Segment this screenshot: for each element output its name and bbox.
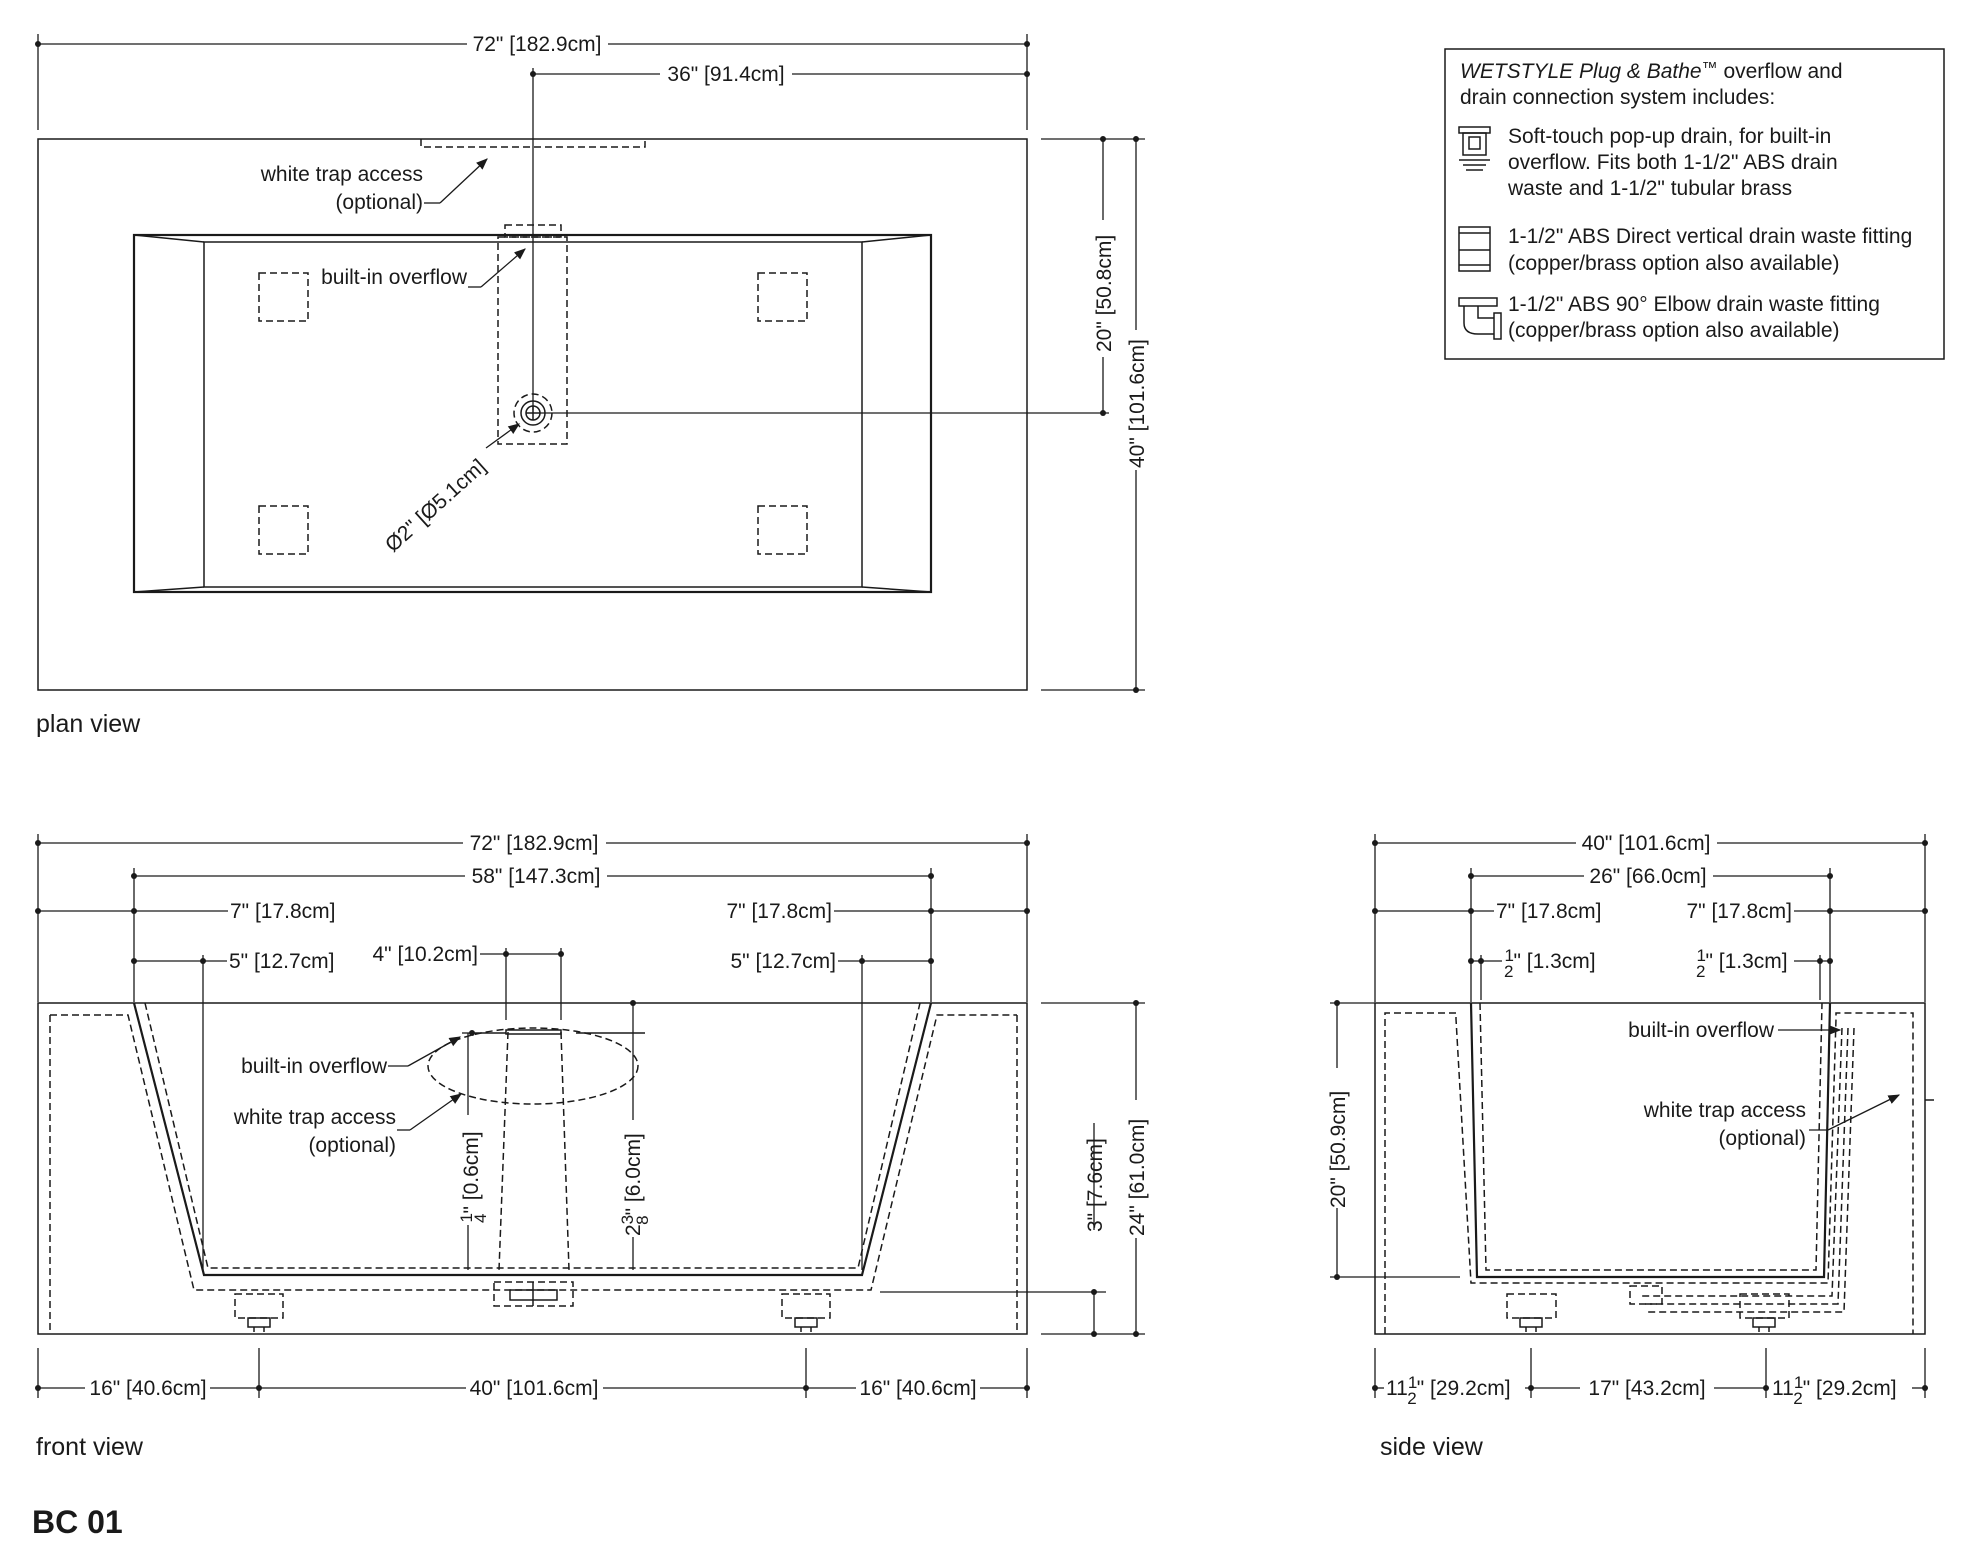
plan-foot <box>258 505 309 555</box>
front-left-7-label: 7" [17.8cm] <box>230 900 336 923</box>
legend-item-3-line-2: (copper/brass option also available) <box>1508 319 1840 342</box>
front-trap-access-label-2: (optional) <box>308 1134 396 1157</box>
front-3in-label: 3" [7.6cm] <box>1084 1138 1107 1232</box>
legend-item-2-line-2: (copper/brass option also available) <box>1508 252 1840 275</box>
front-right-dims: 3" [7.6cm] 24" [61.0cm] <box>880 1000 1149 1337</box>
plan-foot <box>757 505 808 555</box>
plan-drain-dia-label: Ø2" [Ø5.1cm] <box>381 455 490 557</box>
plan-deck-outline <box>37 138 1028 691</box>
plan-right-dims: 20" [50.8cm] 40" [101.6cm] <box>1041 136 1149 693</box>
legend-item-1-line-1: Soft-touch pop-up drain, for built-in <box>1508 125 1831 148</box>
front-overflow-callout: built-in overflow <box>241 1036 462 1078</box>
front-bottom-dims: 16" [40.6cm] 40" [101.6cm] 16" [40.6cm] <box>35 1348 1030 1400</box>
plan-overflow-callout: built-in overflow <box>321 248 526 289</box>
plan-trap-access-label-2: (optional) <box>335 191 423 214</box>
front-left-16-label: 16" [40.6cm] <box>89 1377 206 1400</box>
front-quarter-label: 14" [0.6cm] <box>457 1131 490 1223</box>
front-tte-label: 238" [6.0cm] <box>618 1133 652 1236</box>
front-overall-length-label: 72" [182.9cm] <box>470 832 599 855</box>
plan-overall-width-label: 40" [101.6cm] <box>1126 339 1149 468</box>
side-trap-access-callout: white trap access (optional) <box>1643 1094 1901 1150</box>
front-tub-outline <box>37 1002 1028 1335</box>
side-overflow-callout: built-in overflow <box>1628 1019 1842 1042</box>
pop-up-drain-icon <box>1458 126 1491 171</box>
plan-overflow-label: built-in overflow <box>321 266 468 289</box>
plan-overall-length-dim: 72" [182.9cm] <box>35 33 1030 130</box>
side-basin-profile <box>1469 1002 1832 1279</box>
front-feet <box>234 1281 831 1332</box>
front-right-7-label: 7" [17.8cm] <box>726 900 832 923</box>
front-overflow-highlight <box>427 1027 639 1105</box>
front-trap-access-label-1: white trap access <box>233 1106 396 1129</box>
side-height-label: 20" [50.9cm] <box>1327 1091 1350 1208</box>
plan-overall-length-label: 72" [182.9cm] <box>473 33 602 56</box>
elbow-fitting-icon <box>1458 297 1502 340</box>
plan-trap-access-callout: white trap access (optional) <box>260 158 488 214</box>
front-height-label: 24" [61.0cm] <box>1126 1119 1149 1236</box>
side-left-7-label: 7" [17.8cm] <box>1496 900 1602 923</box>
front-trap-access-callout: white trap access (optional) <box>233 1093 462 1157</box>
plan-half-width-label: 20" [50.8cm] <box>1093 235 1116 352</box>
side-basin-width-label: 26" [66.0cm] <box>1589 865 1706 888</box>
side-view-title: side view <box>1380 1433 1484 1461</box>
legend-item-1-line-3: waste and 1-1/2" tubular brass <box>1507 177 1792 200</box>
side-bottom-center-label: 17" [43.2cm] <box>1588 1377 1705 1400</box>
side-height-dim: 20" [50.9cm] <box>1327 1000 1460 1280</box>
side-right-7-label: 7" [17.8cm] <box>1686 900 1792 923</box>
legend-item-1-line-2: overflow. Fits both 1-1/2" ABS drain <box>1508 151 1838 174</box>
front-right-16-label: 16" [40.6cm] <box>859 1377 976 1400</box>
front-small-dims: 14" [0.6cm] 238" [6.0cm] <box>457 1000 652 1270</box>
front-right-5-label: 5" [12.7cm] <box>730 950 836 973</box>
front-overflow-width-label: 4" [10.2cm] <box>372 943 478 966</box>
plan-half-length-dim: 36" [91.4cm] <box>530 63 1030 410</box>
plan-foot <box>258 272 309 322</box>
legend-item-3-line-1: 1-1/2" ABS 90° Elbow drain waste fitting <box>1508 293 1880 316</box>
plan-basin <box>132 224 1109 594</box>
front-basin-length-label: 58" [147.3cm] <box>472 865 601 888</box>
legend-box: WETSTYLE Plug & Bathe™ overflow and drai… <box>1444 48 1945 360</box>
front-dims-top: 72" [182.9cm] 58" [147.3cm] 7" [17.8cm] … <box>35 832 1030 1270</box>
front-basin-profile <box>132 1002 933 1277</box>
plan-view-title: plan view <box>36 710 141 738</box>
front-view: 72" [182.9cm] 58" [147.3cm] 7" [17.8cm] … <box>35 832 1149 1461</box>
model-code: BC 01 <box>32 1504 123 1540</box>
side-trap-access-label-2: (optional) <box>1718 1127 1806 1150</box>
plan-overflow-channel <box>497 236 568 445</box>
side-trap-access-label-1: white trap access <box>1643 1099 1806 1122</box>
side-view: 40" [101.6cm] 26" [66.0cm] 7" [17.8cm] 7… <box>1327 832 1934 1461</box>
legend-title-line2: drain connection system includes: <box>1460 86 1775 109</box>
vertical-fitting-icon <box>1458 226 1491 272</box>
plan-foot <box>757 272 808 322</box>
front-overflow-label: built-in overflow <box>241 1055 388 1078</box>
plan-view: 72" [182.9cm] 36" [91.4cm] <box>35 33 1149 738</box>
front-view-title: front view <box>36 1433 144 1461</box>
side-dims-top: 40" [101.6cm] 26" [66.0cm] 7" [17.8cm] 7… <box>1372 832 1928 1002</box>
front-center-40-label: 40" [101.6cm] <box>470 1377 599 1400</box>
legend-title: WETSTYLE Plug & Bathe™ overflow and <box>1460 60 1843 83</box>
plan-trap-access-label-1: white trap access <box>260 163 423 186</box>
side-tub-outline <box>1374 1002 1926 1335</box>
side-feet <box>1506 1285 1790 1332</box>
plan-half-length-label: 36" [91.4cm] <box>667 63 784 86</box>
front-left-5-label: 5" [12.7cm] <box>229 950 335 973</box>
legend-item-2-line-1: 1-1/2" ABS Direct vertical drain waste f… <box>1508 225 1912 248</box>
side-overflow-label: built-in overflow <box>1628 1019 1775 1042</box>
side-overall-width-label: 40" [101.6cm] <box>1582 832 1711 855</box>
plan-trap-access-outline <box>420 139 646 148</box>
